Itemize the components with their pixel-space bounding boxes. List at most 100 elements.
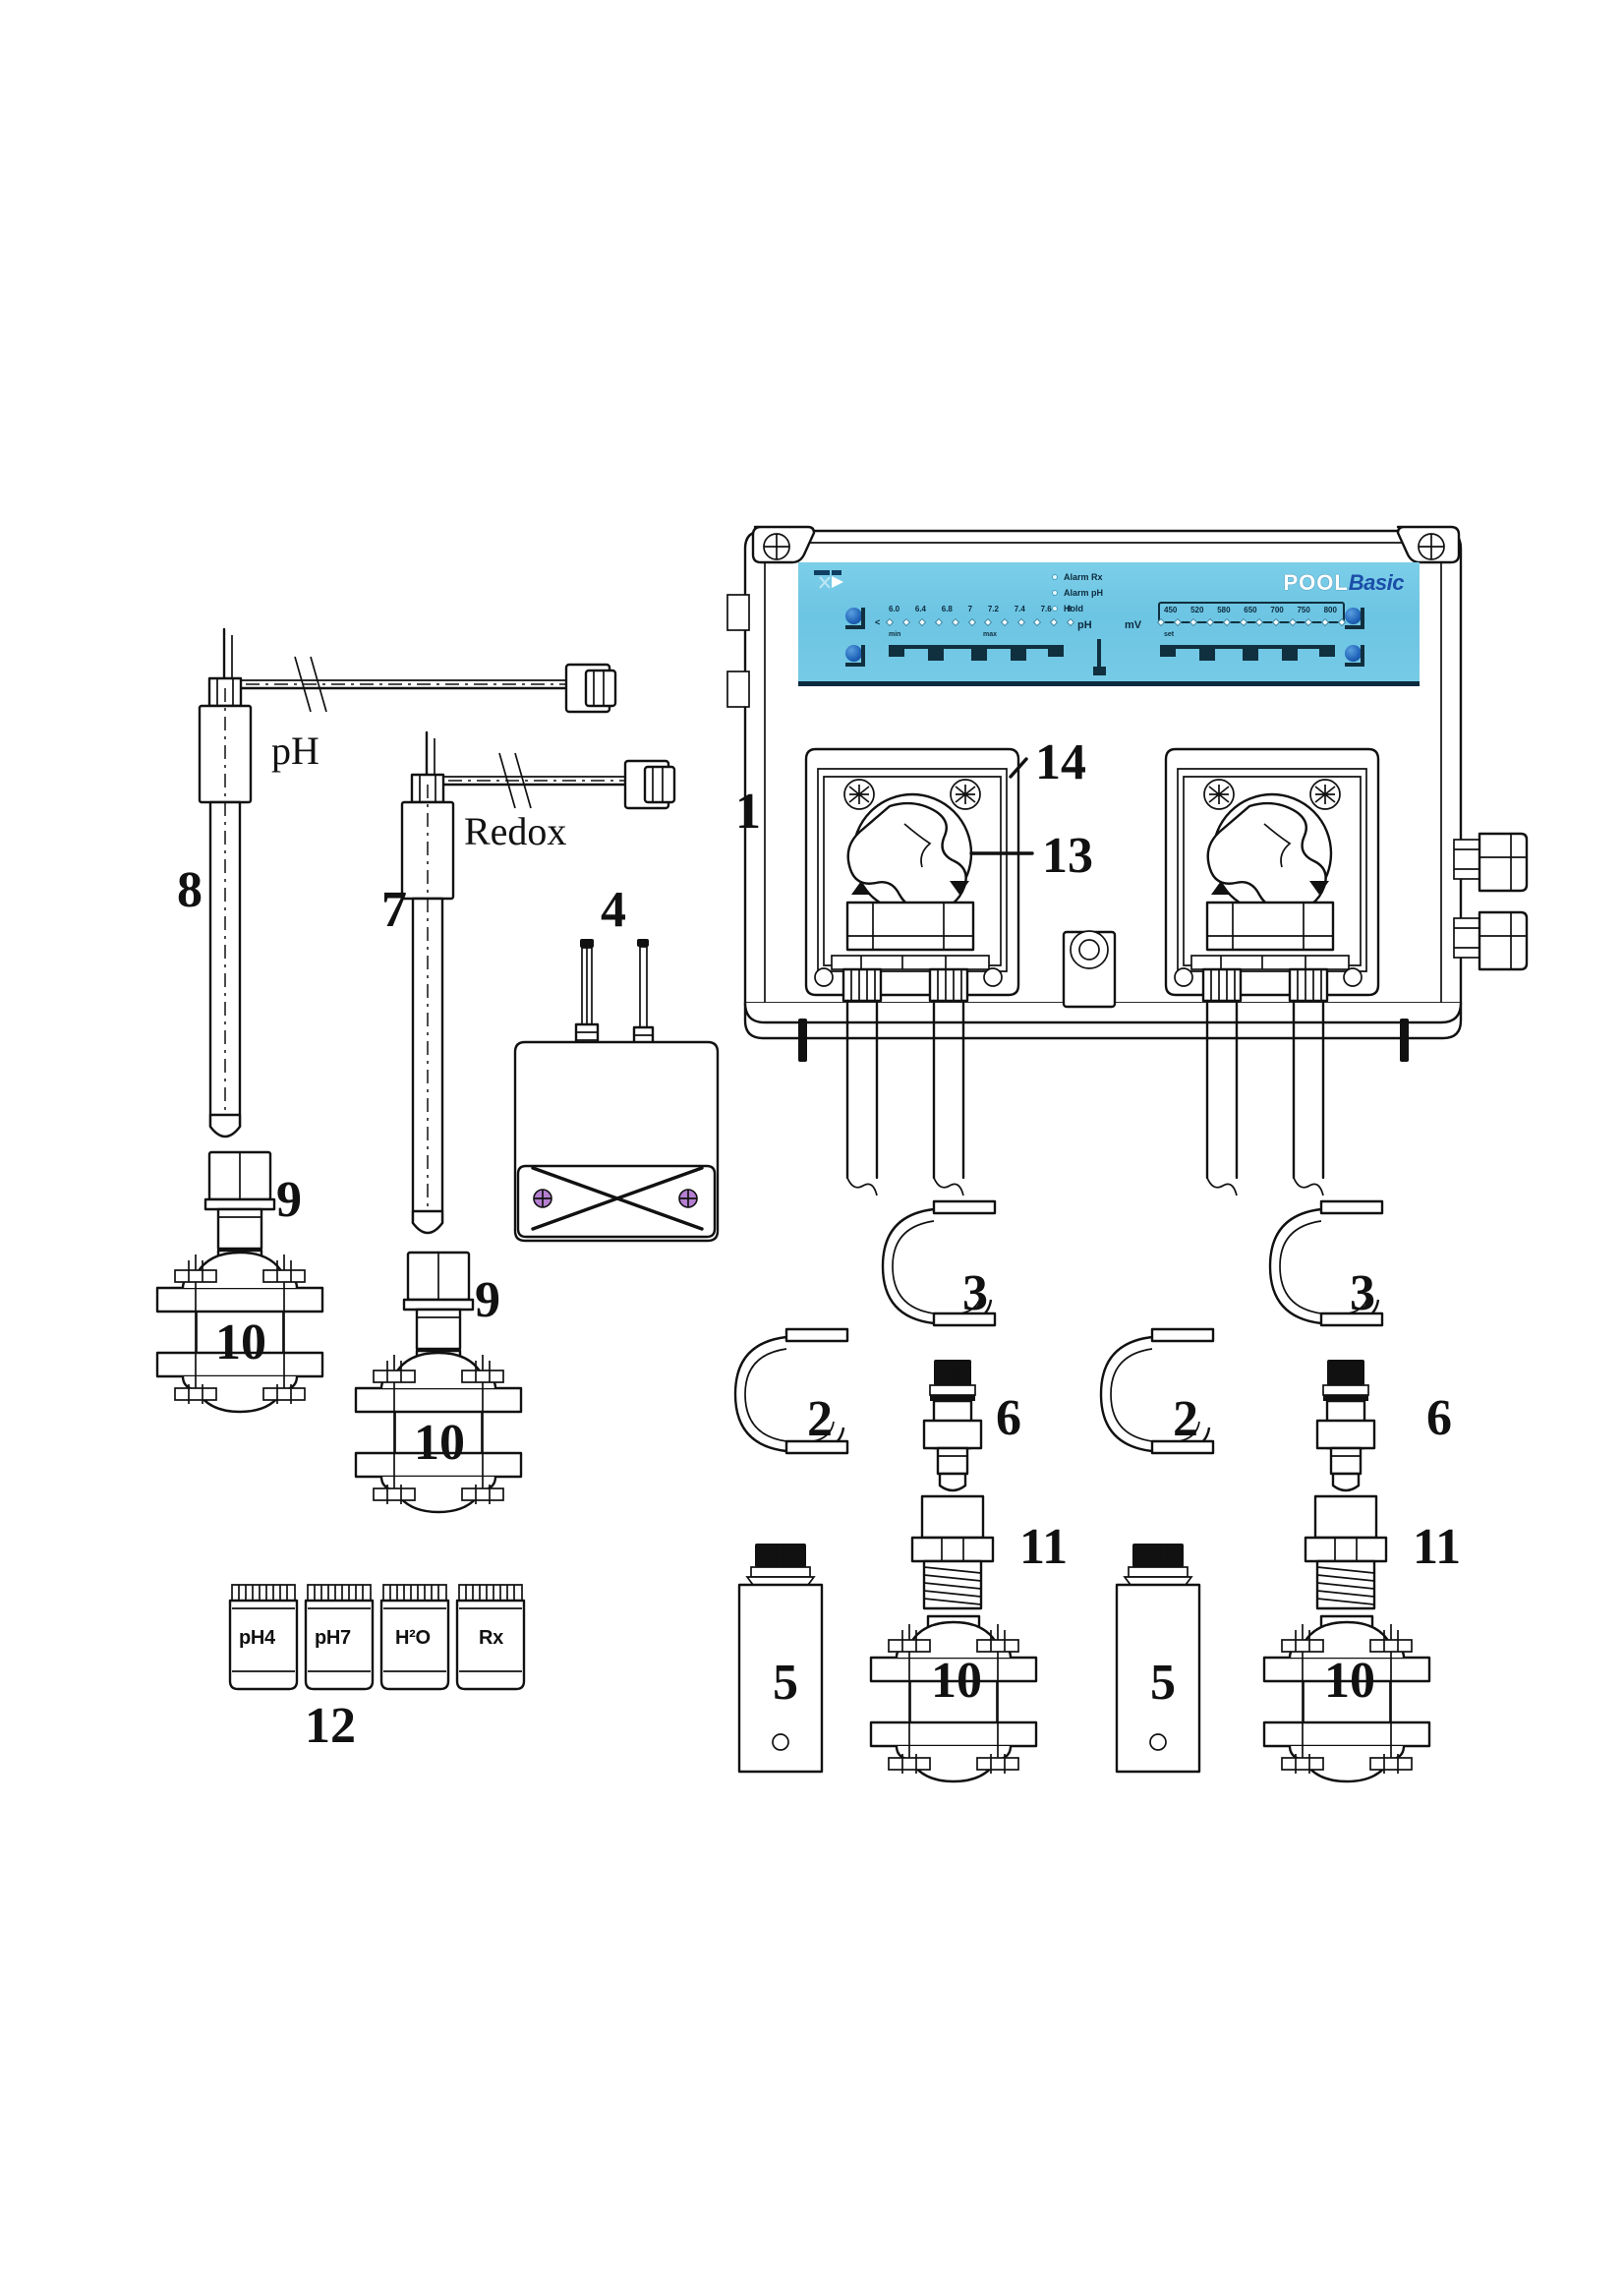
left-keypad-group[interactable]: [889, 645, 1066, 669]
scale-tick-icon: [1173, 617, 1182, 626]
right-key-esc[interactable]: [1282, 649, 1298, 661]
scale-tick-icon: [1271, 617, 1281, 626]
callout-6a: 6: [996, 1390, 1021, 1446]
mv-scale-set-label: set: [1164, 631, 1175, 638]
ph-scale-left-arrow: <: [875, 617, 881, 627]
callout-2b: 2: [1173, 1391, 1198, 1447]
ph-tick-label: 6.4: [914, 605, 926, 613]
mv-tick-label: 520: [1190, 606, 1204, 614]
redox-probe-label: Redox: [464, 809, 567, 853]
callout-3a: 3: [962, 1265, 988, 1321]
scale-tick-icon: [951, 617, 960, 626]
poolbasic-logo: POOLBasic: [1283, 570, 1404, 596]
led-icon: [1052, 574, 1058, 580]
knob-bottom-right[interactable]: [1345, 645, 1364, 667]
callout-8: 8: [177, 862, 203, 918]
callout-10d: 10: [1324, 1653, 1375, 1709]
controller-enclosure-group: [726, 525, 1529, 1062]
mv-setpoint-box: 450 520 580 650 700 750 800: [1158, 602, 1345, 623]
callout-6b: 6: [1426, 1390, 1452, 1446]
callout-5b: 5: [1150, 1655, 1176, 1711]
indicator-hold: Hold: [1052, 602, 1103, 615]
mv-tick-label: 750: [1297, 606, 1310, 614]
mv-tick-label: 450: [1164, 606, 1178, 614]
ph-scale-max-label: max: [983, 631, 998, 638]
knob-top-left[interactable]: [845, 608, 865, 629]
wall-mounting-plate: [513, 1040, 720, 1243]
scale-tick-icon: [1288, 617, 1297, 626]
controller-front-panel: POOLBasic Alarm Rx Alarm pH Hold 6: [798, 562, 1420, 686]
scale-tick-icon: [1222, 617, 1232, 626]
knob-bottom-left[interactable]: [845, 645, 865, 667]
ph-scale-min-label: min: [889, 631, 901, 638]
callout-5a: 5: [773, 1655, 798, 1711]
scale-tick-icon: [1205, 617, 1215, 626]
callout-11b: 11: [1413, 1519, 1462, 1575]
mv-unit-label: mV: [1125, 619, 1142, 631]
led-icon: [1052, 606, 1058, 612]
logo-pool-text: POOL: [1283, 570, 1349, 595]
tube-coil-2-right: [1099, 1327, 1215, 1455]
ph-tick-label: 7: [967, 605, 973, 613]
scale-tick-icon: [1239, 617, 1247, 626]
scale-tick-icon: [1033, 617, 1042, 626]
right-key-minus[interactable]: [1160, 645, 1176, 657]
callout-9b: 9: [475, 1272, 500, 1328]
mv-tick-label: 800: [1323, 606, 1337, 614]
mv-tick-label: 580: [1217, 606, 1231, 614]
ph-tick-label: 7.4: [1014, 605, 1025, 613]
callout-12: 12: [305, 1698, 356, 1754]
scale-tick-icon: [1049, 617, 1059, 626]
left-key-ok[interactable]: [1048, 645, 1064, 657]
center-ok-key[interactable]: [1093, 639, 1106, 675]
led-icon: [1052, 590, 1058, 596]
bottle-label-rx: Rx: [479, 1627, 503, 1649]
pump-head-left: [804, 747, 1020, 1196]
right-key-ok[interactable]: [1319, 645, 1335, 657]
redox-probe-group: [400, 730, 676, 1235]
manufacturer-logo-icon: [814, 570, 843, 589]
ph-probe-label: pH: [271, 729, 319, 773]
scale-tick-icon: [1000, 617, 1010, 626]
left-key-plus[interactable]: [928, 649, 944, 661]
mv-tick-label: 650: [1244, 606, 1257, 614]
scale-tick-icon: [967, 617, 976, 626]
scale-tick-icon: [885, 617, 895, 626]
indicator-label: Alarm pH: [1064, 588, 1104, 598]
scale-tick-icon: [1016, 617, 1025, 626]
scale-tick-icon: [1156, 617, 1166, 626]
right-keypad-group[interactable]: [1160, 645, 1337, 669]
knob-top-right[interactable]: [1345, 608, 1364, 629]
foot-valve-left: [737, 1544, 824, 1774]
callout-4: 4: [601, 882, 626, 938]
right-key-set[interactable]: [1243, 649, 1258, 661]
callout-14: 14: [1035, 734, 1086, 790]
left-key-esc[interactable]: [1011, 649, 1026, 661]
ph-tick-label: 7.2: [987, 605, 999, 613]
tube-coil-3-right: [1268, 1199, 1384, 1327]
mv-tick-label: 700: [1270, 606, 1284, 614]
mv-scale-bar: [1156, 617, 1347, 626]
callout-3b: 3: [1350, 1265, 1375, 1321]
calibration-bottles-group: [228, 1584, 526, 1691]
ph-probe-holder-group: [155, 1150, 324, 1414]
redox-probe-holder-group: [354, 1251, 523, 1514]
scale-tick-icon: [1189, 617, 1198, 626]
ph-tick-label: 8: [1067, 605, 1072, 613]
scale-tick-icon: [918, 617, 927, 626]
callout-10b: 10: [414, 1415, 465, 1471]
callout-2a: 2: [807, 1391, 833, 1447]
callout-13: 13: [1042, 828, 1093, 884]
right-key-plus[interactable]: [1199, 649, 1215, 661]
callout-11a: 11: [1019, 1519, 1069, 1575]
left-key-minus[interactable]: [889, 645, 904, 657]
ph-tick-label: 6.0: [889, 605, 900, 613]
left-key-set[interactable]: [971, 649, 987, 661]
scale-tick-icon: [1255, 617, 1264, 626]
callout-9a: 9: [276, 1172, 302, 1228]
scale-tick-icon: [1305, 617, 1313, 626]
leader-line-14: [1009, 757, 1028, 779]
callout-1: 1: [735, 784, 761, 840]
